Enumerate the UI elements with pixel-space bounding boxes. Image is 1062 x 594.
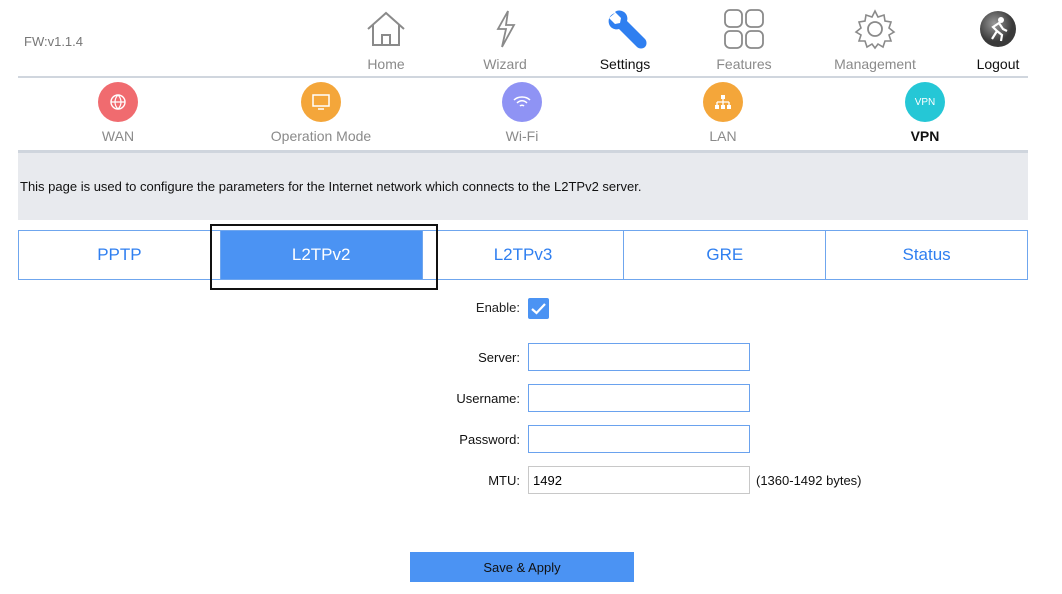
wand-icon bbox=[450, 6, 560, 52]
home-icon bbox=[331, 6, 441, 52]
nav-label: Management bbox=[834, 56, 916, 72]
server-label: Server: bbox=[478, 350, 520, 365]
subnav-lan[interactable]: LAN bbox=[648, 82, 798, 144]
server-input[interactable] bbox=[528, 343, 750, 371]
monitor-icon bbox=[301, 82, 341, 122]
tab-pptp[interactable]: PPTP bbox=[19, 231, 221, 279]
grid-icon bbox=[689, 6, 799, 52]
nav-wizard[interactable]: Wizard bbox=[450, 6, 560, 72]
nav-label: Home bbox=[367, 56, 405, 72]
globe-icon bbox=[98, 82, 138, 122]
mtu-label: MTU: bbox=[488, 473, 520, 488]
subnav-label: VPN bbox=[910, 128, 940, 144]
top-nav: Home Wizard Settings Features Management… bbox=[0, 0, 1062, 76]
subnav-wan[interactable]: WAN bbox=[43, 82, 193, 144]
nav-label: Logout bbox=[976, 56, 1020, 72]
password-row: Password: bbox=[0, 425, 1062, 455]
subnav-label: WAN bbox=[101, 128, 135, 144]
description-panel: This page is used to configure the param… bbox=[18, 150, 1028, 220]
tab-gre[interactable]: GRE bbox=[624, 231, 827, 279]
vpn-badge-text: VPN bbox=[914, 96, 936, 108]
wrench-icon bbox=[570, 6, 680, 52]
tab-status[interactable]: Status bbox=[902, 245, 951, 264]
server-row: Server: bbox=[0, 343, 1062, 373]
wifi-icon bbox=[502, 82, 542, 122]
username-label: Username: bbox=[456, 391, 520, 406]
vpn-tabs: PPTP L2TPv2 L2TPv3 GRE Status bbox=[18, 230, 1028, 280]
mtu-row: MTU: (1360-1492 bytes) bbox=[0, 466, 1062, 496]
nav-features[interactable]: Features bbox=[689, 6, 799, 72]
nav-divider bbox=[18, 76, 1028, 78]
gear-icon bbox=[820, 6, 930, 52]
username-input[interactable] bbox=[528, 384, 750, 412]
save-apply-button[interactable]: Save & Apply bbox=[410, 552, 634, 582]
lan-icon bbox=[703, 82, 743, 122]
nav-settings[interactable]: Settings bbox=[570, 6, 680, 72]
subnav-wifi[interactable]: Wi-Fi bbox=[447, 82, 597, 144]
mtu-input[interactable] bbox=[528, 466, 750, 494]
sub-nav: WAN Operation Mode Wi-Fi LAN VPN VPN bbox=[0, 80, 1062, 146]
logout-icon bbox=[943, 6, 1053, 52]
check-icon bbox=[531, 302, 546, 315]
description-top-border bbox=[18, 150, 1028, 153]
subnav-label: Wi-Fi bbox=[505, 128, 539, 144]
username-row: Username: bbox=[0, 384, 1062, 414]
nav-label: Features bbox=[716, 56, 772, 72]
nav-management[interactable]: Management bbox=[820, 6, 930, 72]
subnav-operation-mode[interactable]: Operation Mode bbox=[246, 82, 396, 144]
nav-home[interactable]: Home bbox=[331, 6, 441, 72]
mtu-hint: (1360-1492 bytes) bbox=[756, 473, 862, 488]
tab-l2tpv3[interactable]: L2TPv3 bbox=[423, 231, 625, 279]
nav-label: Settings bbox=[599, 56, 651, 72]
subnav-label: LAN bbox=[709, 128, 737, 144]
page-description: This page is used to configure the param… bbox=[20, 179, 642, 194]
nav-label: Wizard bbox=[483, 56, 527, 72]
subnav-vpn[interactable]: VPN VPN bbox=[850, 82, 1000, 144]
vpn-icon: VPN bbox=[905, 82, 945, 122]
nav-logout[interactable]: Logout bbox=[943, 6, 1053, 72]
firmware-version: FW:v1.1.4 bbox=[24, 34, 84, 49]
enable-label: Enable: bbox=[475, 300, 520, 315]
subnav-label: Operation Mode bbox=[270, 128, 372, 144]
password-label: Password: bbox=[459, 432, 520, 447]
tab-l2tpv2[interactable]: L2TPv2 bbox=[220, 231, 423, 279]
enable-checkbox[interactable] bbox=[528, 298, 549, 319]
password-input[interactable] bbox=[528, 425, 750, 453]
